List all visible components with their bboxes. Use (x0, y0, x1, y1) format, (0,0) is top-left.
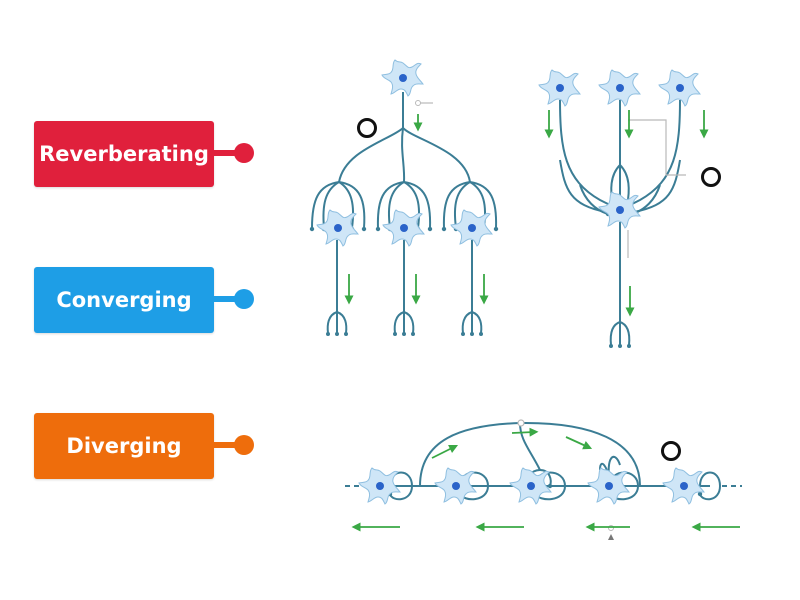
label-text: Converging (56, 288, 192, 312)
label-pin-dot[interactable] (234, 289, 254, 309)
label-text: Reverberating (39, 142, 209, 166)
label-connector (212, 296, 240, 302)
label-pin-dot[interactable] (234, 435, 254, 455)
label-pin-dot[interactable] (234, 143, 254, 163)
label-connector (212, 150, 240, 156)
label-connector (212, 442, 240, 448)
neuron-icon (662, 467, 705, 505)
drop-target-ring[interactable] (661, 441, 681, 461)
label-card-reverberating[interactable]: Reverberating (34, 121, 214, 187)
converging-circuit-diagram (559, 99, 681, 346)
drop-target-ring[interactable] (701, 167, 721, 187)
drop-target-ring[interactable] (357, 118, 377, 138)
label-card-converging[interactable]: Converging (34, 267, 214, 333)
label-text: Diverging (66, 434, 182, 458)
label-card-diverging[interactable]: Diverging (34, 413, 214, 479)
neuron-icon (381, 59, 424, 97)
